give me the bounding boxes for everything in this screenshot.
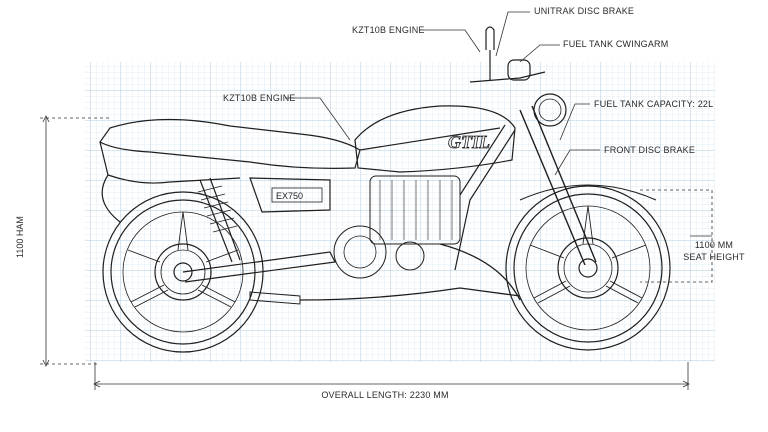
- rear-wheel: [102, 191, 264, 353]
- label-swingarm: FUEL TANK CWINGARM: [563, 39, 669, 49]
- front-wheel: [505, 184, 671, 351]
- label-front-brake: FRONT DISC BRAKE: [604, 145, 696, 155]
- fuel-tank: [354, 105, 516, 173]
- label-tank-capacity: FUEL TANK CAPACITY: 22L: [594, 99, 714, 109]
- frame-and-body: [99, 26, 597, 283]
- side-cover: [249, 177, 331, 213]
- frame-backbone: [359, 127, 501, 151]
- label-seat-height-value: 1100 MM: [694, 240, 734, 250]
- front-fork: [519, 105, 597, 266]
- tail-cowl: [99, 141, 241, 184]
- seat-height-bracket: [640, 189, 713, 283]
- grid-background: [85, 62, 715, 362]
- rear-fender: [101, 174, 121, 223]
- label-engine-top: KZT10B ENGINE: [352, 25, 425, 35]
- exhaust: [299, 243, 521, 301]
- engine: [249, 175, 521, 305]
- rear-shock: [199, 177, 241, 263]
- handlebar: [469, 71, 546, 83]
- frame-downtube: [454, 124, 516, 271]
- swingarm: [182, 251, 336, 283]
- dimension-lines: [40, 115, 713, 390]
- side-badge: EX750: [276, 191, 303, 201]
- label-overall-length: OVERALL LENGTH: 2230 MM: [321, 390, 449, 400]
- label-engine-left: KZT10B ENGINE: [223, 93, 296, 103]
- headlight: [533, 93, 567, 127]
- label-overall-height: 1100 HAM: [15, 216, 25, 258]
- badges: GTIL EX750: [271, 132, 490, 203]
- mirror: [485, 26, 495, 80]
- tank-badge: GTIL: [448, 132, 490, 152]
- label-seat-height: SEAT HEIGHT: [683, 252, 745, 262]
- instrument: [507, 59, 531, 81]
- label-unitrak-brake: UNITRAK DISC BRAKE: [534, 6, 635, 16]
- leader-lines: [285, 11, 600, 176]
